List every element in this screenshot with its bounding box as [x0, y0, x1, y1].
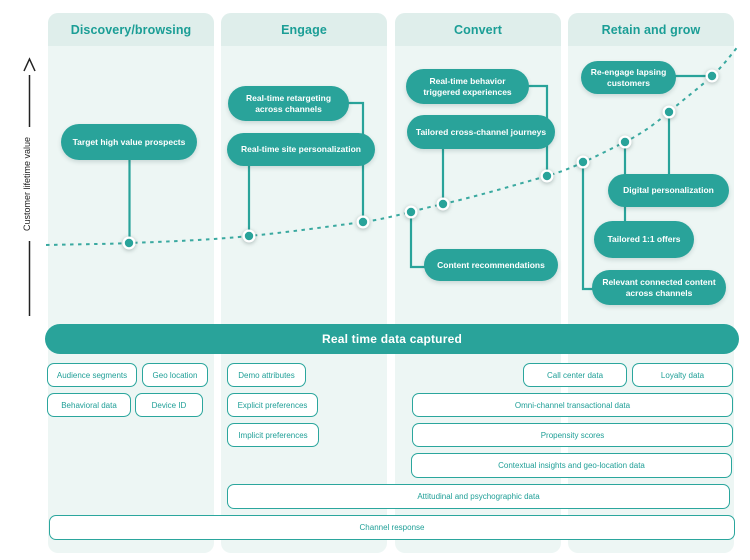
column-header-convert: Convert [395, 13, 561, 46]
column-title: Discovery/browsing [70, 22, 192, 37]
column-panel-discovery: Discovery/browsing [48, 13, 214, 553]
banner-real-time-data-captured: Real time data captured [45, 324, 739, 354]
banner-label: Real time data captured [322, 332, 462, 346]
pill-cross-channel-journeys: Tailored cross-channel journeys [407, 115, 555, 149]
pill-target-high-value-prospects: Target high value prospects [61, 124, 197, 160]
chip-contextual-insights: Contextual insights and geo-location dat… [411, 453, 732, 478]
pill-re-engage-lapsing-customers: Re-engage lapsing customers [581, 61, 676, 94]
chip-attitudinal-psychographic: Attitudinal and psychographic data [227, 484, 730, 509]
chip-device-id: Device ID [135, 393, 203, 417]
chip-omni-channel-transactional-data: Omni-channel transactional data [412, 393, 733, 417]
pill-tailored-offers: Tailored 1:1 offers [594, 221, 694, 258]
column-title: Retain and grow [601, 22, 701, 37]
chip-demo-attributes: Demo attributes [227, 363, 306, 387]
column-title: Convert [454, 22, 502, 37]
chip-behavioral-data: Behavioral data [47, 393, 131, 417]
pill-content-recommendations: Content recommendations [424, 249, 558, 281]
chip-loyalty-data: Loyalty data [632, 363, 733, 387]
chip-propensity-scores: Propensity scores [412, 423, 733, 447]
pill-digital-personalization: Digital personalization [608, 174, 729, 207]
chip-implicit-preferences: Implicit preferences [227, 423, 319, 447]
chip-call-center-data: Call center data [523, 363, 627, 387]
pill-real-time-retargeting: Real-time retargeting across channels [228, 86, 349, 121]
chip-channel-response: Channel response [49, 515, 735, 540]
clv-axis-label: Customer lifetime value [22, 136, 32, 232]
column-header-engage: Engage [221, 13, 387, 46]
chip-explicit-preferences: Explicit preferences [227, 393, 318, 417]
column-title: Engage [281, 22, 327, 37]
column-header-discovery: Discovery/browsing [48, 13, 214, 46]
chip-geo-location: Geo location [142, 363, 208, 387]
pill-site-personalization: Real-time site personalization [227, 133, 375, 166]
pill-relevant-connected-content: Relevant connected content across channe… [592, 270, 726, 305]
column-header-retain: Retain and grow [568, 13, 734, 46]
pill-behavior-triggered-experiences: Real-time behavior triggered experiences [406, 69, 529, 104]
chip-audience-segments: Audience segments [47, 363, 137, 387]
